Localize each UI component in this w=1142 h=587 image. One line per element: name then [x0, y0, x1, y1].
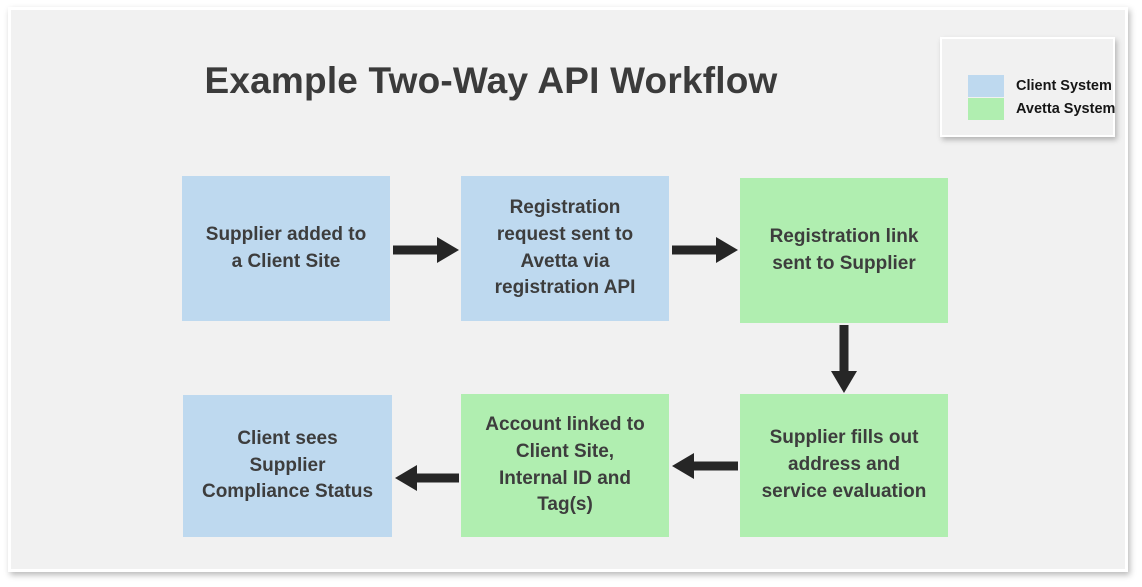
flow-node-registration-link[interactable]: Registration link sent to Supplier — [740, 178, 948, 323]
flow-node-label: Client sees Supplier Compliance Status — [201, 427, 374, 503]
flow-node-label: Account linked to Client Site, Internal … — [485, 413, 645, 516]
flow-node-label: Registration request sent to Avetta via … — [494, 196, 636, 299]
flow-node-supplier-fills-out[interactable]: Supplier fills out address and service e… — [740, 394, 948, 537]
legend-label-client-system: Client System — [1016, 78, 1112, 94]
flow-node-account-linked[interactable]: Account linked to Client Site, Internal … — [461, 394, 669, 537]
flow-node-supplier-added[interactable]: Supplier added to a Client Site — [182, 176, 390, 321]
legend-swatch-avetta-system — [968, 98, 1004, 120]
flow-arrow-arrow-5 — [395, 465, 459, 491]
flow-node-registration-request[interactable]: Registration request sent to Avetta via … — [461, 176, 669, 321]
legend: Client System Avetta System — [940, 37, 1115, 137]
flow-arrow-arrow-4 — [672, 453, 738, 479]
legend-item-avetta-system: Avetta System — [968, 98, 1115, 120]
flow-node-label: Supplier fills out address and service e… — [761, 427, 927, 502]
flow-node-label: Registration link sent to Supplier — [769, 225, 919, 274]
flow-arrow-arrow-1 — [393, 237, 459, 263]
legend-label-avetta-system: Avetta System — [1016, 101, 1116, 117]
flow-node-label: Supplier added to a Client Site — [205, 223, 367, 272]
flow-node-client-sees-status[interactable]: Client sees Supplier Compliance Status — [183, 395, 392, 537]
diagram-canvas: Example Two-Way API Workflow Client Syst… — [8, 7, 1128, 572]
flow-arrow-arrow-3 — [831, 325, 857, 393]
legend-item-client-system: Client System — [968, 75, 1112, 97]
page-title: Example Two-Way API Workflow — [204, 60, 778, 101]
flow-arrow-arrow-2 — [672, 237, 738, 263]
legend-swatch-client-system — [968, 75, 1004, 97]
